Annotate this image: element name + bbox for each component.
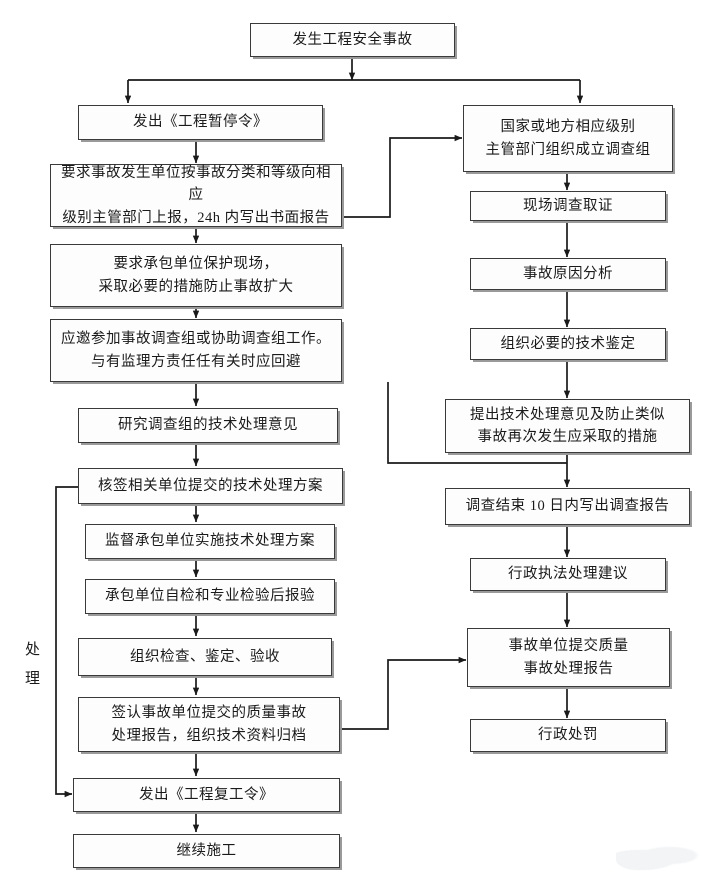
node-organize-inspection-acceptance-label: 组织检查、鉴定、验收	[130, 648, 280, 665]
node-enforcement-recommendation[interactable]: 行政执法处理建议	[470, 558, 666, 591]
node-unit-submits-report[interactable]: 事故单位提交质量 事故处理报告	[467, 628, 670, 687]
node-protect-site[interactable]: 要求承包单位保护现场， 采取必要的措施防止事故扩大	[50, 244, 342, 307]
connector-left10-to-right8	[340, 656, 467, 730]
node-start[interactable]: 发生工程安全事故	[250, 23, 455, 57]
node-propose-measures-label: 提出技术处理意见及防止类似 事故再次发生应采取的措施	[470, 406, 665, 445]
node-study-technical-opinion[interactable]: 研究调查组的技术处理意见	[78, 408, 338, 443]
node-site-evidence-collection-label: 现场调查取证	[523, 197, 613, 214]
node-issue-resumption-order[interactable]: 发出《工程复工令》	[73, 778, 340, 812]
node-continue-construction[interactable]: 继续施工	[73, 834, 340, 868]
node-report-to-authority-label: 要求事故发生单位按事故分类和等级向相应 级别主管部门上报，24h 内写出书面报告	[61, 164, 331, 226]
node-study-technical-opinion-label: 研究调查组的技术处理意见	[118, 417, 298, 434]
node-issue-resumption-order-label: 发出《工程复工令》	[139, 786, 274, 803]
node-technical-appraisal-label: 组织必要的技术鉴定	[500, 335, 636, 352]
node-sign-quality-report-label: 签认事故单位提交的质量事故 处理报告，组织技术资料归档	[111, 705, 307, 744]
node-report-to-authority[interactable]: 要求事故发生单位按事故分类和等级向相应 级别主管部门上报，24h 内写出书面报告	[50, 164, 342, 227]
node-unit-submits-report-label: 事故单位提交质量 事故处理报告	[508, 638, 629, 677]
side-label-handling: 处 理	[18, 636, 48, 693]
node-supervise-implementation-label: 监督承包单位实施技术处理方案	[105, 533, 315, 550]
connector-left2-to-right1	[342, 134, 463, 218]
node-investigation-report[interactable]: 调查结束 10 日内写出调查报告	[445, 488, 690, 525]
node-join-investigation-team[interactable]: 应邀参加事故调查组或协助调查组工作。 与有监理方责任任有关时应回避	[50, 319, 342, 382]
node-contractor-self-inspection-label: 承包单位自检和专业检验后报验	[105, 588, 315, 605]
node-form-investigation-group-label: 国家或地方相应级别 主管部门组织成立调查组	[485, 119, 651, 158]
node-protect-site-label: 要求承包单位保护现场， 采取必要的措施防止事故扩大	[98, 256, 294, 295]
node-countersign-technical-plan[interactable]: 核签相关单位提交的技术处理方案	[78, 468, 343, 504]
node-site-evidence-collection[interactable]: 现场调查取证	[470, 191, 666, 221]
node-sign-quality-report[interactable]: 签认事故单位提交的质量事故 处理报告，组织技术资料归档	[78, 697, 340, 752]
node-form-investigation-group[interactable]: 国家或地方相应级别 主管部门组织成立调查组	[463, 105, 673, 172]
node-propose-measures[interactable]: 提出技术处理意见及防止类似 事故再次发生应采取的措施	[445, 399, 690, 453]
node-administrative-penalty-label: 行政处罚	[538, 727, 598, 744]
side-label-handling-text: 处 理	[24, 642, 41, 687]
connector-left4-to-right-trunk	[387, 382, 567, 464]
node-countersign-technical-plan-label: 核签相关单位提交的技术处理方案	[98, 477, 323, 494]
node-cause-analysis-label: 事故原因分析	[523, 265, 613, 282]
node-join-investigation-team-label: 应邀参加事故调查组或协助调查组工作。 与有监理方责任任有关时应回避	[61, 331, 331, 370]
node-enforcement-recommendation-label: 行政执法处理建议	[508, 566, 628, 583]
node-start-label: 发生工程安全事故	[292, 31, 413, 48]
node-supervise-implementation[interactable]: 监督承包单位实施技术处理方案	[85, 524, 335, 559]
node-technical-appraisal[interactable]: 组织必要的技术鉴定	[470, 328, 666, 360]
node-contractor-self-inspection[interactable]: 承包单位自检和专业检验后报验	[85, 579, 335, 614]
node-issue-suspension-order[interactable]: 发出《工程暂停令》	[78, 105, 323, 140]
node-investigation-report-label: 调查结束 10 日内写出调查报告	[465, 498, 670, 515]
node-cause-analysis[interactable]: 事故原因分析	[470, 258, 666, 290]
node-administrative-penalty[interactable]: 行政处罚	[470, 719, 666, 752]
node-continue-construction-label: 继续施工	[176, 842, 237, 859]
connector-feedback-loop-left	[55, 486, 78, 798]
node-issue-suspension-order-label: 发出《工程暂停令》	[133, 114, 268, 131]
node-organize-inspection-acceptance[interactable]: 组织检查、鉴定、验收	[78, 638, 332, 676]
